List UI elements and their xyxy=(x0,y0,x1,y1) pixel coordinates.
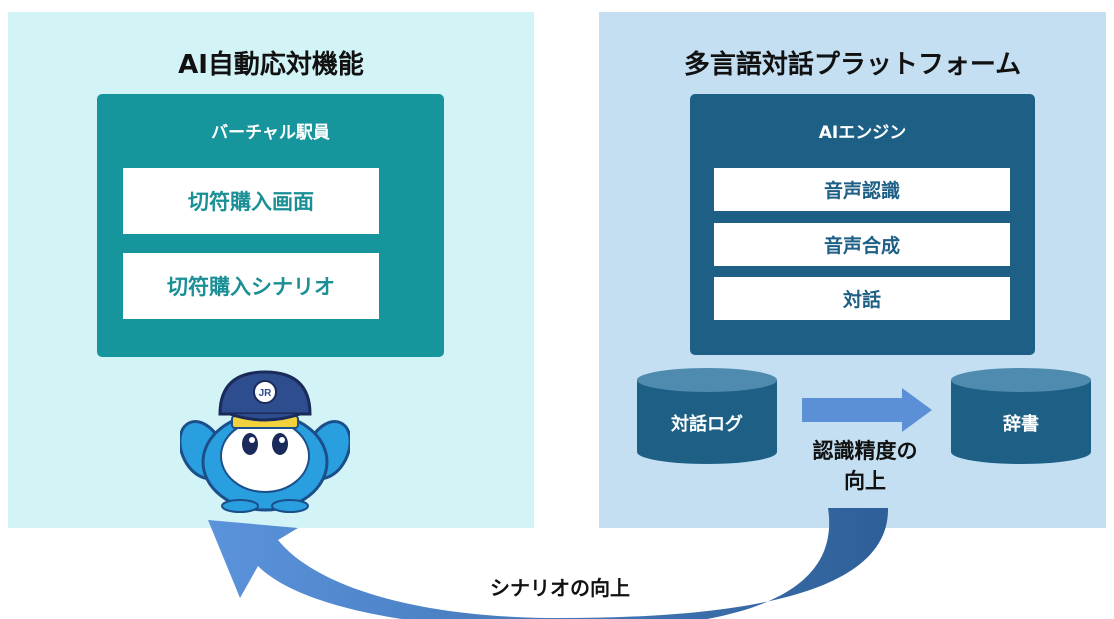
recognition-accuracy-line2: 向上 xyxy=(844,469,886,493)
speech-synthesis-label: 音声合成 xyxy=(823,235,900,257)
dialogue-log-cylinder-icon xyxy=(637,368,777,464)
dialogue-log-database: 対話ログ xyxy=(637,368,777,464)
speech-recognition-label: 音声認識 xyxy=(823,180,900,202)
multilingual-platform-panel: 多言語対話プラットフォーム AIエンジン 音声認識 音声合成 対話 xyxy=(599,12,1106,528)
dialogue-log-label: 対話ログ xyxy=(671,414,743,435)
ai-auto-response-title: AI自動応対機能 xyxy=(178,50,364,80)
multilingual-platform-title: 多言語対話プラットフォーム xyxy=(683,50,1022,80)
right-arrow-icon xyxy=(802,388,932,432)
ai-auto-response-panel: AI自動応対機能 バーチャル駅員 切符購入画面 切符購入シナリオ xyxy=(8,12,534,528)
ticket-purchase-screen-label: 切符購入画面 xyxy=(188,190,314,214)
dictionary-database: 辞書 xyxy=(951,368,1091,464)
dictionary-label: 辞書 xyxy=(1003,414,1039,435)
virtual-station-staff-box: バーチャル駅員 切符購入画面 切符購入シナリオ xyxy=(97,94,444,357)
ai-engine-title: AIエンジン xyxy=(818,123,907,143)
ticket-purchase-scenario-item: 切符購入シナリオ xyxy=(123,253,379,319)
speech-recognition-item: 音声認識 xyxy=(714,168,1010,211)
dictionary-cylinder-icon xyxy=(951,368,1091,464)
ticket-purchase-screen-item: 切符購入画面 xyxy=(123,168,379,234)
speech-synthesis-item: 音声合成 xyxy=(714,223,1010,266)
mascot-cap-badge: JR xyxy=(259,388,273,399)
ai-engine-box: AIエンジン 音声認識 音声合成 対話 xyxy=(690,94,1035,355)
recognition-accuracy-line1: 認識精度の xyxy=(812,439,918,463)
mascot-character-icon: JR xyxy=(180,370,350,513)
recognition-accuracy-caption: 認識精度の 向上 xyxy=(780,436,950,496)
virtual-station-staff-title: バーチャル駅員 xyxy=(211,123,330,143)
dialogue-item: 対話 xyxy=(714,277,1010,320)
dialogue-label: 対話 xyxy=(842,289,881,311)
scenario-improvement-caption: シナリオの向上 xyxy=(490,576,630,600)
ticket-purchase-scenario-label: 切符購入シナリオ xyxy=(167,275,335,299)
